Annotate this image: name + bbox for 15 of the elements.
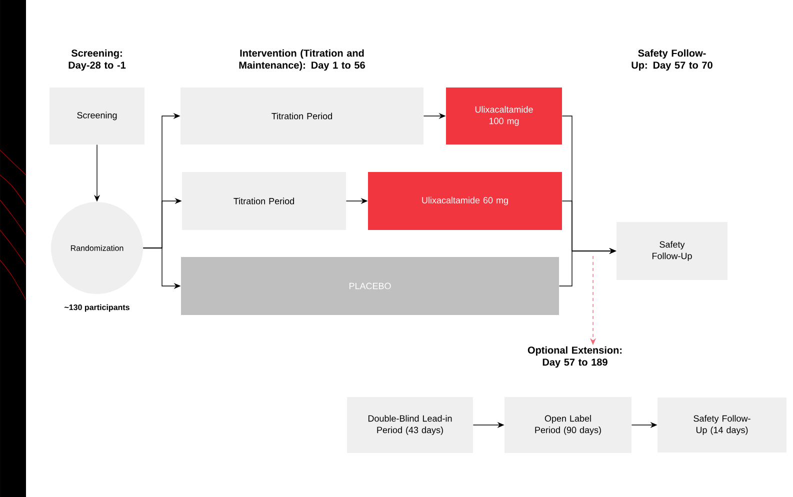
treatment-box: Ulixacaltamide 100 mg	[446, 88, 562, 144]
section-heading: Intervention (Titration and Maintenance): Day 1 to 56	[239, 49, 365, 71]
process-box: Screening	[50, 88, 144, 144]
section-heading: Screening: Day-28 to -1	[68, 49, 126, 71]
treatment-box: Ulixacaltamide 60 mg	[368, 172, 562, 230]
section-heading: Safety Follow-Up: Day 57 to 70	[632, 49, 712, 71]
process-box: Double-Blind Lead-in Period (43 days)	[347, 397, 473, 453]
process-box: Open Label Period (90 days)	[504, 397, 632, 453]
participant-count: ~130 participants	[64, 304, 130, 312]
placebo-box: PLACEBO	[181, 257, 559, 315]
process-box: Titration Period	[182, 172, 346, 230]
process-box: Safety Follow-Up (14 days)	[658, 398, 786, 452]
process-box: Titration Period	[180, 88, 424, 144]
section-heading: Optional Extension: Day 57 to 189	[528, 346, 622, 368]
process-box: Safety Follow-Up	[616, 222, 728, 280]
